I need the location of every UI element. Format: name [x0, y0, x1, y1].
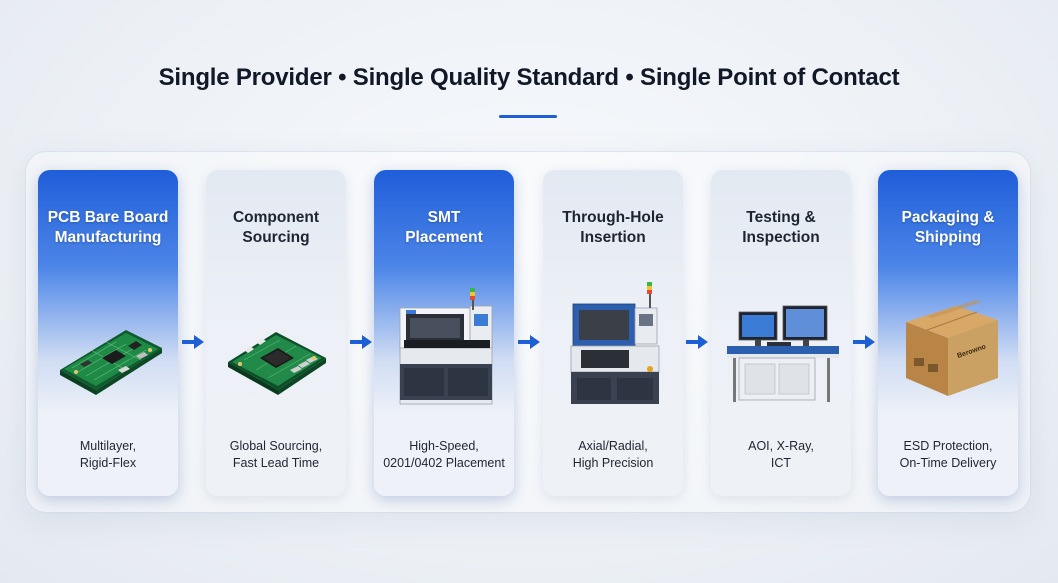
- test-station-icon: [727, 305, 839, 402]
- step-card-component: Component Sourcing Global Sourcing, Fast…: [206, 170, 346, 496]
- shipping-box-icon: Berowno: [906, 300, 998, 396]
- step-desc: Axial/Radial, High Precision: [572, 439, 654, 470]
- step-desc: Multilayer, Rigid-Flex: [79, 439, 137, 470]
- arrow-right-icon: [350, 335, 372, 349]
- step-card-pcb: PCB Bare Board Manufacturing Multilayer,…: [38, 170, 178, 496]
- insertion-machine-icon: [570, 282, 660, 404]
- arrow-right-icon: [518, 335, 540, 349]
- arrow-right-icon: [686, 335, 708, 349]
- step-title: PCB Bare Board Manufacturing: [47, 209, 169, 246]
- arrow-right-icon: [853, 335, 875, 349]
- step-card-packaging: Packaging & Shipping Berowno ESD Protect…: [878, 170, 1018, 496]
- step-title: Packaging & Shipping: [901, 209, 995, 246]
- step-title: SMT Placement: [405, 209, 483, 246]
- arrow-right-icon: [182, 335, 204, 349]
- pcb-board-icon: [60, 330, 162, 395]
- smt-machine-icon: [399, 288, 493, 405]
- step-title: Testing & Inspection: [742, 209, 820, 246]
- page-title: Single Provider • Single Quality Standar…: [158, 64, 900, 91]
- step-card-smt: SMT Placement High-Speed, 0201/0402 Plac…: [374, 170, 514, 496]
- title-underline: [499, 115, 557, 118]
- step-title: Component Sourcing: [232, 209, 320, 246]
- step-desc: AOI, X-Ray, ICT: [748, 439, 814, 470]
- step-card-through-hole: Through-Hole Insertion Axial/Radial, Hig…: [543, 170, 683, 496]
- step-card-testing: Testing & Inspection AOI, X-Ray, ICT: [711, 170, 851, 496]
- step-title: Through-Hole Insertion: [562, 209, 664, 246]
- component-chip-icon: [228, 332, 326, 395]
- step-desc: ESD Protection, On-Time Delivery: [899, 439, 997, 470]
- process-panel: [26, 152, 1030, 512]
- step-desc: High-Speed, 0201/0402 Placement: [383, 439, 505, 470]
- step-desc: Global Sourcing, Fast Lead Time: [229, 439, 323, 470]
